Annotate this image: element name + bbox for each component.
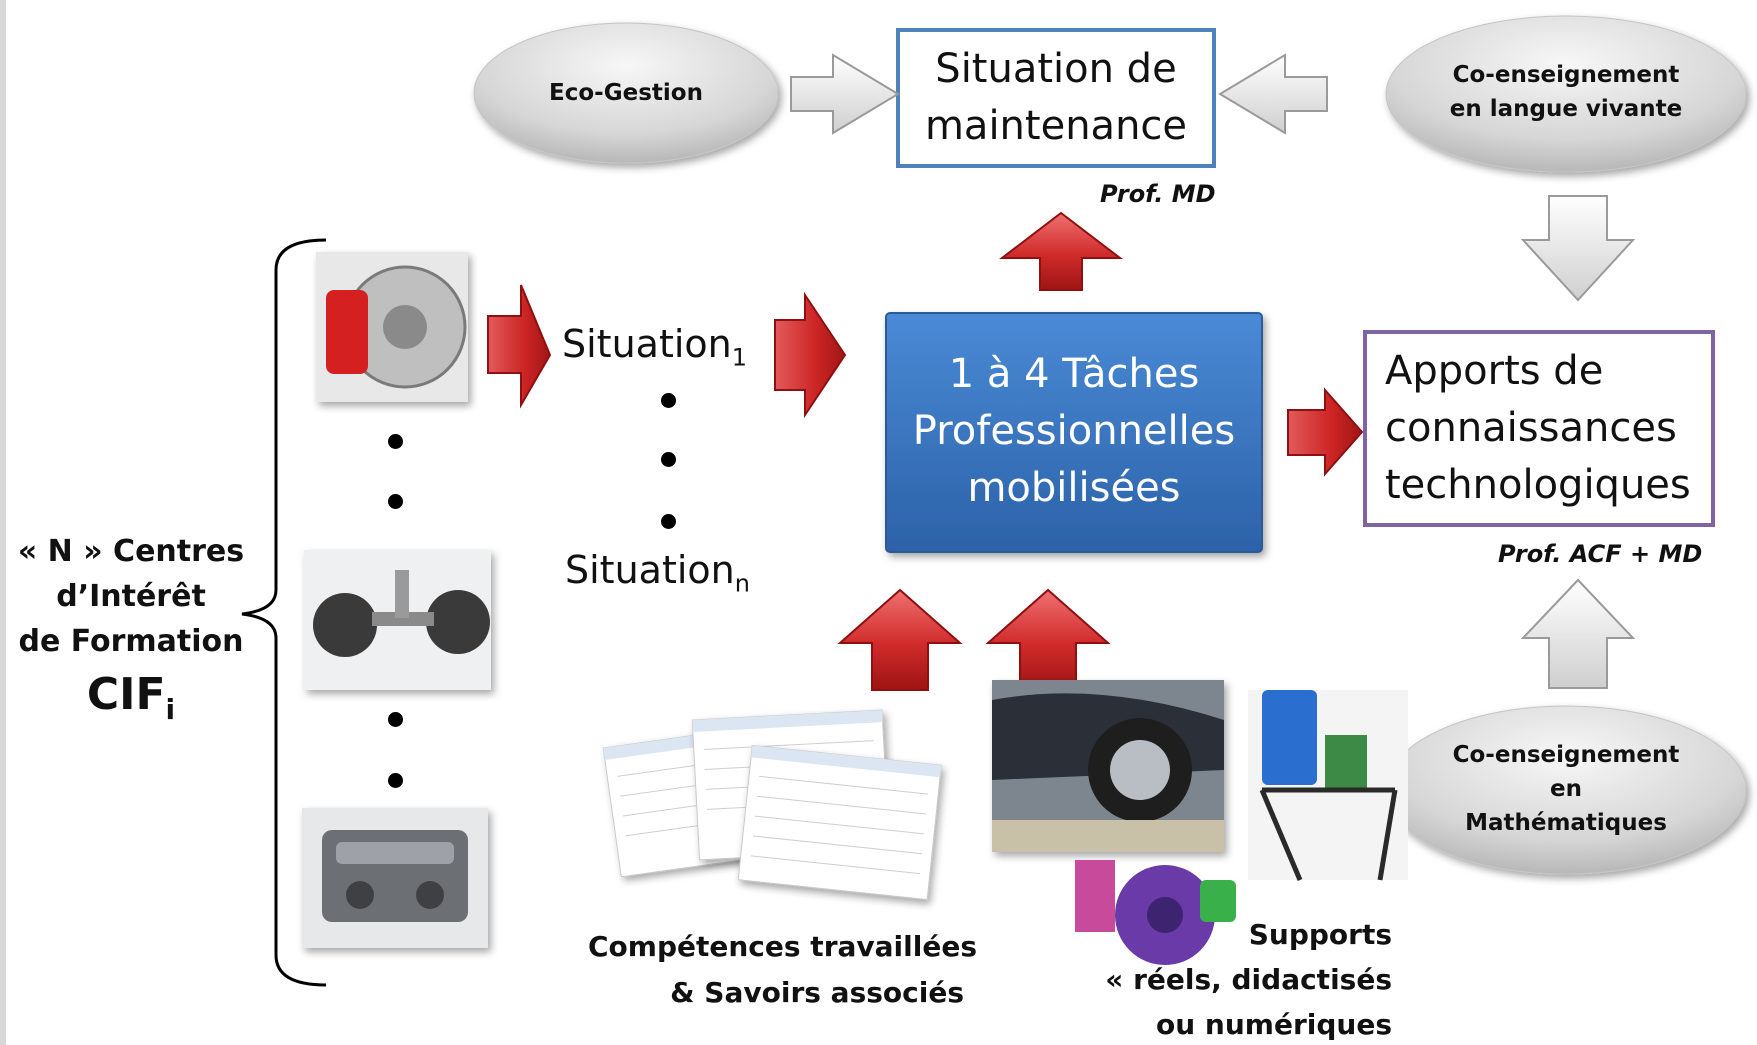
cif-main-text: CIF [86,669,166,720]
apports-box-line1: Apports de [1385,348,1604,394]
arrow-cif-to-situation [487,284,552,409]
situation-box-line1: Situation de [935,46,1177,92]
supports-line3: ou numériques [1156,1008,1392,1041]
apports-box: Apports de connaissances technologiques [1385,343,1691,514]
situation-first-sub: 1 [731,343,748,372]
engine-photo [302,808,488,948]
apports-box-line3: technologiques [1385,462,1691,508]
situation-first: Situation1 [562,322,747,372]
arrow-maths-to-apports [1520,578,1636,689]
situation-first-text: Situation [562,322,732,366]
langue-vivante-line2: en langue vivante [1449,96,1683,122]
arrow-taches-to-apports [1287,387,1364,477]
situation-dot [661,514,676,529]
taches-box-line2: Professionnelles [912,408,1236,454]
cif-main-sub: i [165,692,176,726]
apports-box-line2: connaissances [1385,405,1677,451]
cif-label: « N » Centres d’Intérêt de Formation CIF… [0,529,262,741]
cif-dot [388,773,403,788]
brake-disc-photo [316,252,468,402]
taches-box-frame [885,312,1263,553]
suspension-photo [304,550,491,690]
competences-line1: Compétences travaillées [588,930,977,963]
cif-dot [388,434,403,449]
situation-last: Situationn [565,548,750,598]
langue-vivante-line1: Co-enseignement [1452,62,1680,88]
arrow-taches-to-situation-box [999,211,1123,291]
cif-label-main: CIFi [0,664,262,741]
taches-box-line3: mobilisées [967,465,1181,511]
mathematiques-line2: en [1550,776,1582,802]
ellipse-eco-gestion [473,22,779,164]
didactic-bench-photo [1248,690,1408,881]
ellipse-langue-vivante [1385,15,1747,173]
eco-gestion-label: Eco-Gestion [549,80,703,106]
situation-box-frame [896,28,1216,168]
mathematiques-line3: Mathématiques [1465,810,1667,836]
apports-box-frame [1363,330,1715,527]
arrow-eco-to-situation [790,53,900,135]
situation-box-caption: Prof. MD [1100,180,1216,208]
cif-dot [388,494,403,509]
apports-box-caption: Prof. ACF + MD [1498,540,1703,568]
car-wheel-photo [992,680,1224,852]
arrow-langue-to-apports [1520,195,1636,302]
supports-caption: Supports « réels, didactisés ou numériqu… [1080,912,1392,1045]
arrow-competences-to-taches [837,588,963,691]
situation-box: Situation de maintenance [898,41,1214,155]
cif-label-line2: d’Intérêt [56,579,206,614]
situation-last-sub: n [734,569,750,598]
arrow-supports-to-taches [985,588,1111,691]
left-border [0,0,6,1045]
arrow-langue-to-situation [1218,53,1328,135]
cif-brace [241,238,327,987]
cif-dot [388,712,403,727]
competences-documents [602,709,942,901]
situation-dot [661,452,676,467]
taches-box: 1 à 4 Tâches Professionnelles mobilisées [886,346,1262,517]
mathematiques-label: Co-enseignement en Mathématiques [1386,738,1746,840]
mathematiques-line1: Co-enseignement [1452,742,1680,768]
situation-box-line2: maintenance [924,103,1188,149]
arrow-situation-to-taches [774,291,847,419]
brake-3d-model-photo [1075,860,1236,965]
langue-vivante-label: Co-enseignement en langue vivante [1386,58,1746,126]
competences-caption: Compétences travaillées & Savoirs associ… [588,924,977,1016]
taches-box-line1: 1 à 4 Tâches [948,351,1200,397]
situation-dot [661,393,676,408]
supports-line1: Supports [1248,918,1392,951]
cif-label-line1: « N » Centres [17,534,245,569]
situation-last-text: Situation [565,548,735,592]
cif-label-line3: de Formation [18,624,244,659]
competences-line2: & Savoirs associés [670,976,964,1009]
supports-line2: « réels, didactisés [1105,963,1392,996]
